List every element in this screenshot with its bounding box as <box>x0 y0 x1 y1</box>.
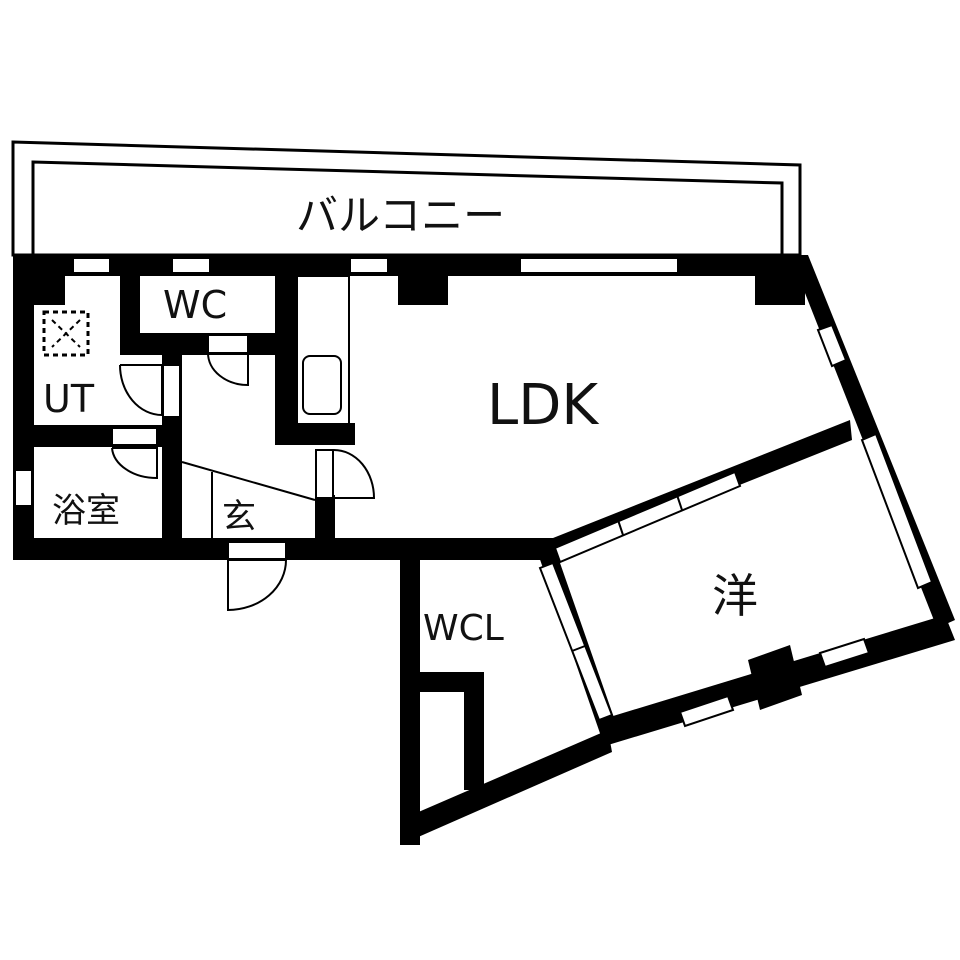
bath-door <box>111 447 158 480</box>
western-label: 洋 <box>712 569 758 623</box>
ldk-label: LDK <box>487 373 599 438</box>
washing-machine-pan-icon <box>42 310 90 357</box>
ut-label: UT <box>43 377 95 421</box>
front-door <box>227 559 288 612</box>
wc-door <box>207 352 249 387</box>
entrance-label: 玄 <box>222 497 256 537</box>
bath-label: 浴室 <box>52 491 120 531</box>
ldk-door <box>333 449 376 499</box>
balcony-label: バルコニー <box>296 191 505 240</box>
wc-fixtures <box>140 276 274 354</box>
wcl-label: WCL <box>423 608 504 649</box>
ut-door <box>119 364 163 417</box>
refrigerator-space-icon <box>302 355 342 415</box>
doors <box>14 275 376 612</box>
wc-label: WC <box>163 283 227 327</box>
windows-slanted <box>538 323 934 728</box>
windows-top <box>72 257 679 274</box>
